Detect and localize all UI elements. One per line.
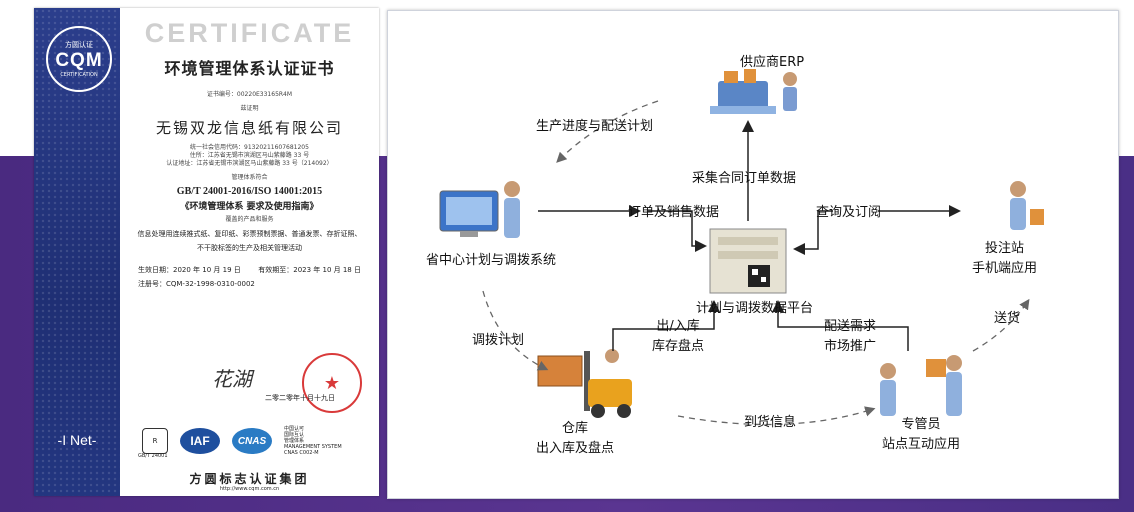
- collect-contract-label: 采集合同订单数据: [692, 171, 797, 186]
- supplier-erp-label: 供应商ERP: [740, 55, 805, 70]
- certificate-image: 方圆认证 CQM CERTIFICATION -I Net- CERTIFICA…: [34, 8, 379, 496]
- query-subscribe-label: 查询及订阅: [816, 205, 882, 220]
- accreditation-logos: R IAF CNAS 中国认可 国际互认 管理体系 MANAGEMENT SYS…: [142, 426, 342, 456]
- province-center-label: 省中心计划与调拨系统: [426, 253, 557, 268]
- server-platform-icon: [709, 228, 787, 294]
- production-schedule-label: 生产进度与配送计划: [536, 119, 654, 134]
- delivery-demand-label: 配送需求 市场推广: [824, 319, 877, 354]
- scope-text: 信息处理用连续推式纸、复印纸、彩票预制票据、普通发票、存折证照、 不干胶标签的生…: [137, 230, 362, 252]
- certify-text: 兹证明: [240, 105, 259, 112]
- standard-number: GB/T 24001-2016/ISO 14001:2015: [176, 186, 323, 197]
- cnas-caption: 中国认可 国际互认 管理体系 MANAGEMENT SYSTEM CNAS C0…: [284, 426, 342, 456]
- supplier-erp-icon: [710, 69, 797, 114]
- iaf-logo-icon: IAF: [180, 428, 220, 454]
- certificate-title-zh: 环境管理体系认证证书: [164, 59, 335, 78]
- scope-heading: 覆盖的产品和服务: [225, 216, 274, 223]
- cert-number: 证书编号：00220E33165R4M: [206, 91, 293, 98]
- address-line: 住所：江苏省无锡市滨湖区马山紫藤路 33 号: [189, 152, 310, 159]
- certificate-title-en: CERTIFICATE: [144, 18, 355, 48]
- warehouse-forklift-icon: [537, 349, 632, 418]
- manager-handshake-icon: [880, 355, 962, 416]
- group-name: 方圆标志认证集团: [189, 472, 310, 486]
- r2-logo-icon: R: [142, 428, 168, 454]
- validity-dates: 生效日期：2020 年 10 月 19 日 有效期至：2023 年 10 月 1…: [120, 265, 379, 275]
- registration-number: 注册号：CQM-32-1998-0310-0002: [138, 280, 255, 288]
- issue-date: 生效日期：2020 年 10 月 19 日: [138, 266, 241, 274]
- certificate-side-strip: 方圆认证 CQM CERTIFICATION -I Net-: [34, 8, 120, 496]
- platform-label: 计划与调拨数据平台: [696, 301, 814, 316]
- arrival-info-label: 到货信息: [744, 415, 797, 430]
- company-name: 无锡双龙信息纸有限公司: [155, 119, 343, 137]
- cnas-logo-icon: CNAS: [232, 428, 272, 454]
- standard-name: 《环境管理体系 要求及使用指南》: [180, 202, 319, 212]
- inet-mark: -I Net-: [57, 432, 97, 448]
- flow-diagram: 供应商ERP 生产进度与配送计划 采集合同订单数据 省中心计划与调拨系统 订单及…: [387, 10, 1119, 499]
- sign-date: 二零二零年十月十九日: [265, 394, 335, 402]
- betting-station-label: 投注站 手机端应用: [972, 241, 1038, 276]
- expiry-date: 有效期至：2023 年 10 月 18 日: [258, 266, 361, 274]
- cert-address-line: 认证地址：江苏省无锡市滨湖区马山紫藤路 33 号（214092）: [166, 160, 333, 167]
- credit-code: 统一社会信用代码：91320211607681205: [190, 144, 309, 151]
- order-sales-label: 订单及销售数据: [628, 205, 720, 220]
- province-center-icon: [439, 181, 520, 238]
- warehouse-label: 仓库 出入库及盘点: [536, 421, 615, 456]
- red-stamp-icon: ★: [302, 353, 362, 413]
- cqm-logo-icon: 方圆认证 CQM CERTIFICATION: [46, 26, 112, 92]
- website: http://www.cqm.com.cn: [219, 486, 280, 492]
- transfer-plan-label: 调拨计划: [472, 333, 525, 348]
- certificate-body: CERTIFICATE 环境管理体系认证证书 证书编号：00220E33165R…: [120, 8, 379, 496]
- send-goods-label: 送货: [994, 311, 1021, 326]
- r2-caption: GB/T 24001: [138, 453, 168, 459]
- manager-label: 专管员 站点互动应用: [882, 417, 961, 452]
- in-out-label: 出/入库 库存盘点: [652, 319, 705, 354]
- conform-text: 管理体系符合: [231, 174, 268, 181]
- betting-station-icon: [1010, 181, 1044, 230]
- signature: 花湖: [212, 367, 252, 391]
- diagram-graphics: [439, 69, 1044, 426]
